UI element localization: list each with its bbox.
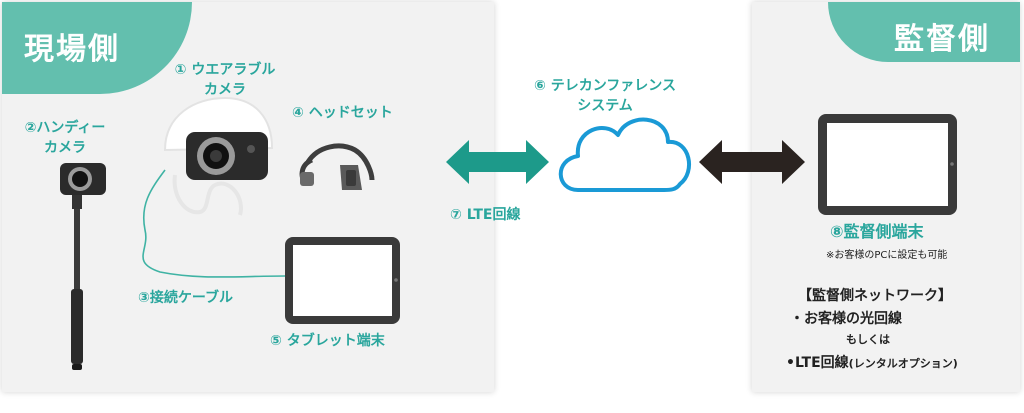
cable-label: ③接続ケーブル [138,290,234,306]
site-tablet-icon [285,237,400,324]
tablet-label: ⑤ タブレット端末 [270,333,385,349]
lte-line-label: ⑦ LTE回線 [450,207,521,223]
supervisor-terminal-label: ⑧監督側端末 [830,222,924,241]
network-option-lte-text: •LTE回線 [786,355,849,371]
wearable-camera-label-line2: カメラ [204,82,246,98]
wearable-camera-icon [163,96,274,216]
handy-camera-label-line2: カメラ [44,140,86,156]
supervisor-side-title: 監督側 [894,22,990,57]
terminal-note: ※お客様のPCに設定も可能 [826,250,948,261]
conference-system-label: ⑥ テレカンファレンス システム [520,76,690,116]
handy-camera-label: ②ハンディー カメラ [20,118,110,158]
supervisor-side-tab: 監督側 [828,2,1020,62]
connection-cable [142,169,286,278]
headset-label: ④ ヘッドセット [292,105,393,121]
supervisor-tablet-icon [818,114,957,215]
cloud-icon [558,117,691,192]
site-side-title: 現場側 [24,32,120,67]
conference-system-label-line2: システム [577,98,633,114]
network-option-fiber: ・お客様の光回線 [790,311,902,327]
handy-camera-label-line1: ②ハンディー [24,120,106,136]
wearable-camera-label: ① ウエアラブル カメラ [160,60,290,100]
network-option-or: もしくは [846,333,890,346]
wearable-camera-label-line1: ① ウエアラブル [174,62,276,78]
cloud-to-supervisor-arrow [699,140,805,184]
network-heading: 【監督側ネットワーク】 [798,288,952,304]
site-to-cloud-arrow [446,140,549,184]
conference-system-label-line1: ⑥ テレカンファレンス [533,78,677,94]
network-option-lte: •LTE回線(レンタルオプション) [786,352,958,372]
handy-camera-icon [60,163,106,370]
network-option-lte-note: (レンタルオプション) [848,357,958,370]
headset-icon [299,143,375,190]
